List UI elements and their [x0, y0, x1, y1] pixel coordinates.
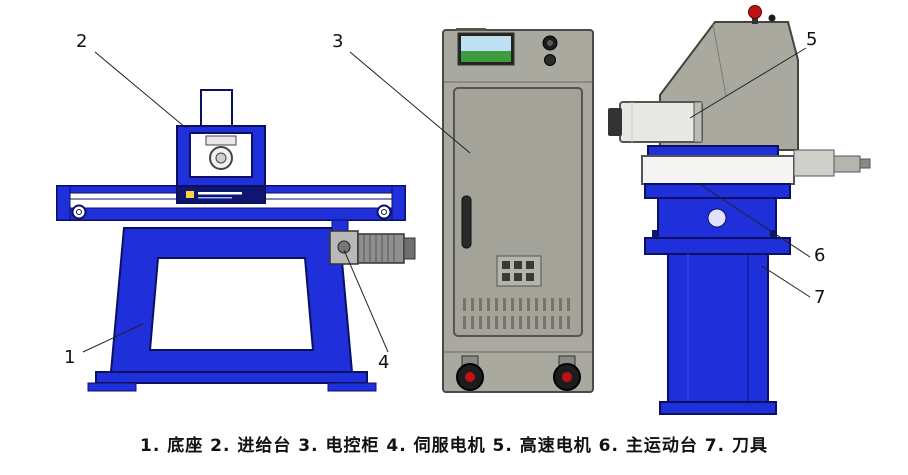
control-plate: [496, 255, 542, 287]
leader-7: [761, 265, 811, 298]
leader-6: [697, 182, 811, 258]
callout-4: 4: [378, 352, 390, 373]
tool-arm: [833, 155, 861, 173]
servo-motor: [329, 219, 416, 265]
leader-5: [689, 47, 807, 119]
callout-1: 1: [64, 347, 76, 368]
main-motion-table: [641, 145, 871, 185]
leader-1: [82, 323, 144, 353]
tool-tip: [859, 158, 871, 169]
front-view-machine: [56, 89, 416, 392]
leader-2: [94, 51, 187, 129]
callout-2: 2: [76, 31, 88, 52]
leader-3: [349, 51, 471, 154]
cabinet-screen: [456, 28, 515, 66]
door-handle: [461, 195, 472, 249]
callout-3: 3: [332, 31, 344, 52]
figure-caption: 1. 底座 2. 进给台 3. 电控柜 4. 伺服电机 5. 高速电机 6. 主…: [140, 436, 768, 456]
control-cabinet: [442, 28, 594, 393]
callout-6: 6: [814, 245, 826, 266]
caster-wheels: [456, 355, 581, 391]
cabinet-door: [453, 87, 583, 337]
machine-base: [87, 227, 377, 392]
side-view-machine: [608, 5, 871, 415]
callout-5: 5: [806, 29, 818, 50]
lever-knob: [768, 14, 776, 22]
vent-slats: [463, 298, 570, 329]
head-unit: [176, 89, 266, 204]
emergency-button: [748, 5, 762, 19]
leader-lines: [82, 47, 811, 353]
cabinet-knobs: [542, 35, 558, 66]
column-body: [644, 183, 791, 415]
leader-4: [343, 249, 389, 353]
callout-7: 7: [814, 287, 826, 308]
brand-plate: [186, 191, 242, 199]
high-speed-motor: [608, 101, 703, 143]
